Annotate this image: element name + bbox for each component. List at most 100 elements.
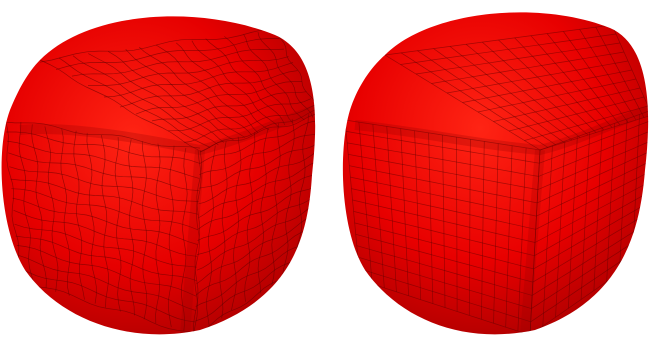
mesh-line [55, 38, 280, 70]
mesh-line [12, 197, 198, 245]
mesh-line [384, 24, 613, 56]
mesh-line [31, 124, 47, 288]
mesh-line [355, 233, 533, 283]
mesh-line [351, 188, 536, 230]
mesh-line [534, 192, 649, 257]
mesh-line [138, 46, 252, 136]
mesh-line [531, 223, 647, 296]
mesh-line [539, 109, 649, 151]
mesh-line [195, 228, 313, 296]
mesh-line [538, 130, 649, 177]
mesh-line [539, 120, 649, 164]
mesh-line [199, 120, 316, 165]
mesh-line [128, 139, 135, 316]
mesh-line [18, 267, 196, 323]
mesh-line [347, 142, 539, 177]
mesh-line [71, 48, 285, 77]
mesh-line [199, 113, 316, 153]
mesh-line [192, 149, 202, 335]
mesh-line [10, 178, 199, 215]
mesh-line [183, 104, 316, 143]
mesh-line [356, 245, 533, 296]
mesh-line [219, 141, 228, 319]
mesh-line [39, 59, 199, 151]
mesh-line [195, 240, 312, 307]
mesh-line [257, 127, 269, 294]
mesh-line [39, 27, 276, 63]
left-mesh-lines [4, 27, 316, 335]
mesh-line [191, 40, 280, 128]
mesh-line [400, 33, 617, 65]
left-edge-shading [19, 105, 316, 335]
mesh-line [348, 153, 538, 190]
mesh-line [257, 32, 314, 118]
mesh-line [198, 151, 316, 205]
mesh-line [8, 152, 199, 191]
mesh-line [357, 256, 532, 309]
mesh-line [6, 131, 200, 164]
right-edge-shading [354, 105, 649, 335]
mesh-line [205, 38, 286, 126]
mesh-line [462, 69, 633, 103]
mesh-line [536, 161, 649, 217]
mesh-line [14, 223, 197, 268]
mesh-line [15, 235, 197, 281]
mesh-line [4, 121, 201, 149]
mesh-line [58, 57, 211, 148]
mesh-line [524, 105, 649, 141]
mesh-line [353, 211, 535, 257]
mesh-line [344, 119, 541, 151]
mesh-line [350, 176, 537, 217]
mesh-line [72, 55, 219, 146]
left-rounded-cube [1, 16, 316, 335]
mesh-line [88, 53, 224, 143]
mesh-line [244, 132, 256, 302]
mesh-line [532, 213, 648, 283]
mesh-line [271, 123, 281, 286]
mesh-line [535, 171, 649, 230]
mesh-line [197, 196, 315, 255]
mesh-line [224, 36, 293, 123]
mesh-line [4, 119, 20, 281]
mesh-line [536, 151, 649, 204]
mesh-line [352, 199, 536, 243]
mesh-line [197, 186, 316, 241]
mesh-line [193, 149, 202, 335]
mesh-line [60, 128, 71, 296]
mesh-line [196, 215, 314, 285]
mesh-line [155, 44, 259, 133]
mesh-line [175, 42, 270, 131]
mesh-line [114, 137, 122, 312]
mesh-line [13, 209, 198, 257]
mesh-line [88, 56, 289, 86]
mesh-line [168, 145, 175, 328]
mesh-line [533, 202, 648, 270]
mesh-line [446, 60, 629, 94]
mesh-line [359, 279, 531, 335]
mesh-line [349, 165, 538, 204]
mesh-line [282, 118, 295, 277]
mesh-line [196, 204, 314, 271]
mesh-line [415, 42, 621, 75]
mesh-line [135, 81, 302, 115]
mesh-line [508, 96, 645, 132]
mesh-line [346, 131, 540, 164]
mesh-line [493, 87, 641, 122]
mesh-line [17, 254, 196, 311]
mesh-line [167, 98, 312, 132]
mesh-line [198, 142, 316, 189]
mesh-line [477, 78, 637, 113]
mesh-line [534, 182, 649, 243]
mesh-line [243, 34, 305, 121]
mesh-line [358, 268, 531, 323]
mesh-line [86, 132, 97, 304]
mesh-line [7, 140, 200, 179]
mesh-line [125, 49, 246, 138]
right-rounded-cube [342, 12, 649, 335]
mesh-line [199, 107, 316, 153]
mesh-line [9, 166, 199, 202]
mesh-line [539, 114, 649, 151]
mesh-line [531, 234, 647, 309]
